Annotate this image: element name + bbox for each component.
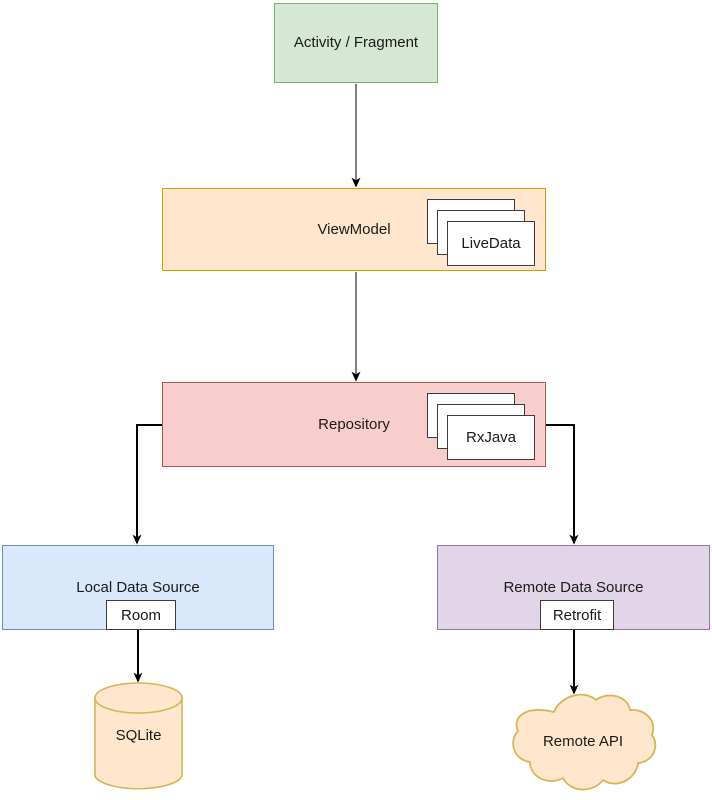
rxjava-card-front[interactable]: RxJava xyxy=(447,415,535,460)
node-repository-label: Repository xyxy=(318,415,390,433)
rxjava-card-stack: RxJava RxJava RxJava xyxy=(427,393,545,461)
node-remote-api[interactable]: Remote API xyxy=(508,690,658,796)
node-local-data-source[interactable]: Local Data Source Room xyxy=(2,545,274,630)
node-repository[interactable]: Repository RxJava RxJava RxJava xyxy=(162,382,546,467)
node-remote-data-source[interactable]: Remote Data Source Retrofit xyxy=(437,545,710,630)
node-remote-data-source-label: Remote Data Source xyxy=(503,579,644,596)
subbox-room-label: Room xyxy=(120,606,161,624)
subbox-retrofit[interactable]: Retrofit xyxy=(540,600,614,630)
node-local-data-source-label: Local Data Source xyxy=(76,579,200,596)
node-viewmodel-label: ViewModel xyxy=(317,220,391,238)
node-viewmodel[interactable]: ViewModel LiveData LiveData LiveData xyxy=(162,188,546,271)
cylinder-icon xyxy=(94,682,183,790)
livedata-card-stack: LiveData LiveData LiveData xyxy=(427,199,545,267)
node-sqlite-database[interactable]: SQLite xyxy=(94,682,183,792)
livedata-card-front-label: LiveData xyxy=(461,235,521,252)
edge-repository-to-remote xyxy=(546,424,579,545)
subbox-room[interactable]: Room xyxy=(106,600,176,630)
livedata-card-front[interactable]: LiveData xyxy=(447,221,535,266)
node-activity-fragment[interactable]: Activity / Fragment xyxy=(274,3,438,83)
node-sqlite-label: SQLite xyxy=(115,727,162,744)
cloud-icon xyxy=(512,693,657,791)
subbox-retrofit-label: Retrofit xyxy=(552,606,602,624)
node-remote-api-label: Remote API xyxy=(542,733,624,750)
edge-repository-to-local xyxy=(132,424,162,545)
rxjava-card-front-label: RxJava xyxy=(465,429,517,446)
node-activity-fragment-label: Activity / Fragment xyxy=(293,34,419,51)
